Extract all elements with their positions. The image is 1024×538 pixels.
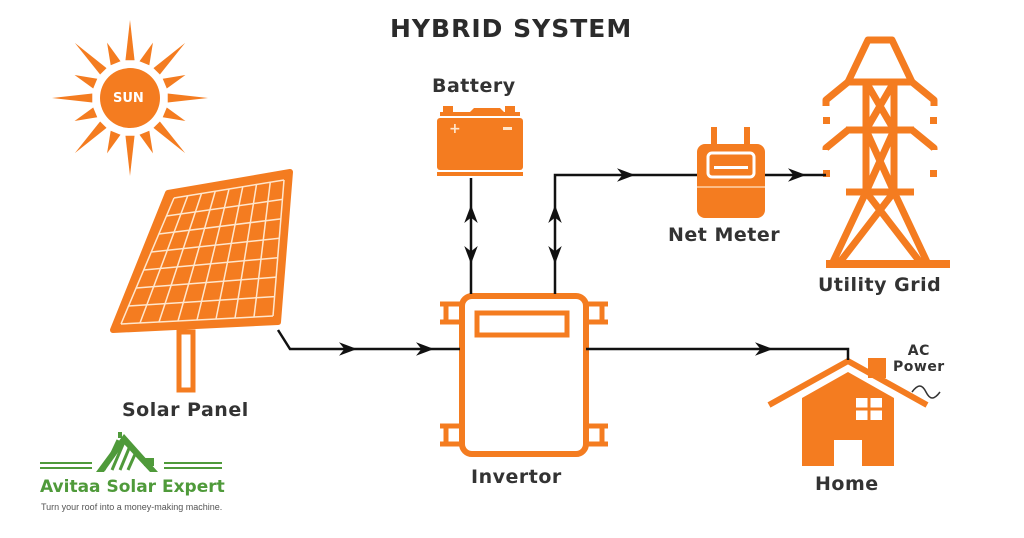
sun-label: SUN — [113, 91, 144, 106]
utility-grid-label: Utility Grid — [818, 274, 942, 296]
meter-icon — [697, 127, 765, 218]
solar-panel-label: Solar Panel — [122, 399, 249, 421]
brand-name: Avitaa Solar Expert — [40, 477, 225, 497]
solar-panel-icon — [110, 169, 293, 393]
transmission-tower-icon — [822, 36, 950, 268]
arrow-head-icon — [464, 246, 478, 264]
panel-grid-line — [177, 191, 216, 322]
battery-icon: + — [437, 106, 523, 176]
sun-ray — [107, 42, 121, 66]
panel-grid-line — [136, 276, 277, 289]
net-meter-label: Net Meter — [668, 224, 781, 246]
sun-ray — [107, 130, 121, 154]
svg-text:+: + — [449, 121, 461, 137]
arrow-head-icon — [464, 205, 478, 223]
sine-wave-icon — [911, 385, 941, 399]
arrow-head-icon — [548, 246, 562, 264]
panel-grid-line — [234, 184, 258, 319]
inverter-label: Invertor — [471, 466, 562, 488]
inverter-to-home-line — [586, 347, 850, 360]
sun-ray — [74, 107, 98, 121]
brand-tagline: Turn your roof into a money-making machi… — [41, 502, 223, 512]
panel-grid-line — [196, 188, 230, 321]
diagram-title: HYBRID SYSTEM — [390, 14, 633, 43]
ac-power-line2: Power — [893, 359, 945, 375]
arrow-head-icon — [617, 168, 635, 182]
panel-grid-line — [143, 256, 278, 271]
panel-grid-line — [253, 182, 271, 318]
panel-grid-line — [158, 218, 281, 235]
battery-label: Battery — [432, 75, 516, 97]
home-label: Home — [815, 473, 879, 495]
panel-grid-line — [128, 295, 275, 307]
sun-ray — [153, 42, 186, 75]
panel-grid-line — [120, 197, 175, 325]
ac-power-line1: AC — [907, 343, 930, 359]
sun-ray — [139, 130, 153, 154]
house-icon — [767, 357, 929, 466]
sun-ray — [74, 121, 107, 154]
inverter-icon — [440, 293, 608, 457]
panel-grid-line — [120, 315, 274, 325]
solar-to-inverter-line — [276, 329, 460, 351]
sun-ray — [167, 93, 208, 103]
sun-ray — [162, 107, 186, 121]
sun-ray — [74, 75, 98, 89]
arrow-head-icon — [755, 342, 773, 356]
arrow-head-icon — [416, 342, 434, 356]
panel-grid-line — [151, 237, 280, 253]
sun-ray — [125, 135, 135, 176]
sun-icon — [52, 20, 208, 176]
arrow-head-icon — [548, 205, 562, 223]
sun-ray — [162, 75, 186, 89]
ac-power-label: AC Power — [893, 343, 945, 375]
brand-logo-icon — [40, 432, 222, 472]
panel-grid-line — [139, 195, 189, 324]
sun-ray — [153, 121, 186, 154]
panel-grid-line — [215, 186, 244, 320]
panel-grid-line — [166, 198, 283, 217]
sun-ray — [139, 42, 153, 66]
sun-ray — [74, 42, 107, 75]
arrow-head-icon — [788, 168, 806, 182]
panel-grid-line — [158, 193, 203, 323]
panel-grid-line — [272, 179, 285, 317]
arrow-head-icon — [339, 342, 357, 356]
panel-grid-line — [173, 179, 285, 199]
sun-ray — [125, 20, 135, 61]
sun-ray — [52, 93, 93, 103]
